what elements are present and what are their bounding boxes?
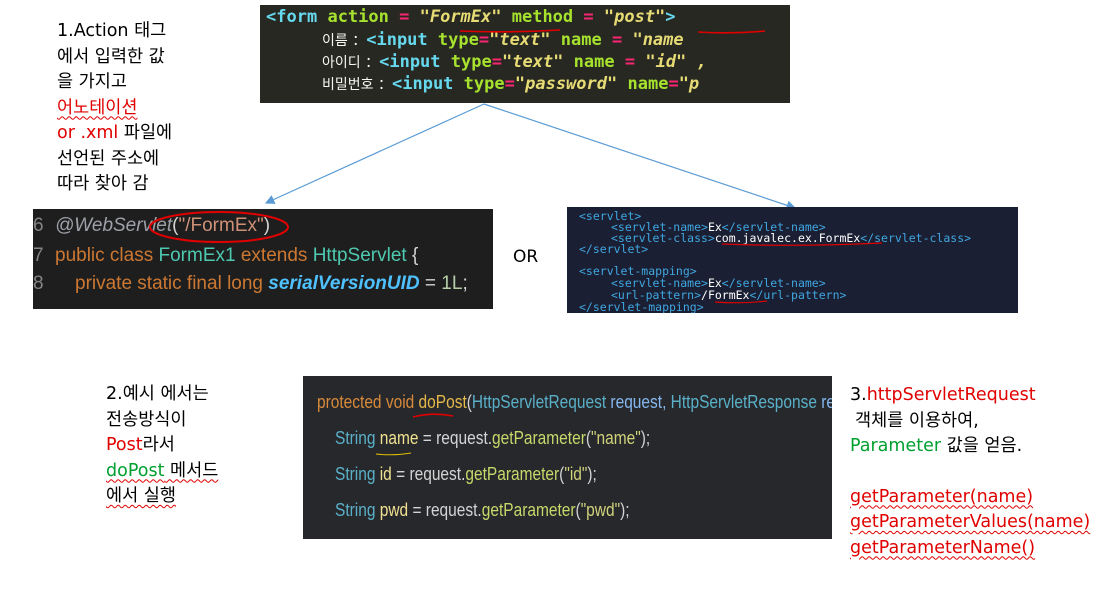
code-line-get-name: String name = request.getParameter("name… — [335, 428, 651, 448]
note1-line: 을 가지고 — [57, 72, 127, 92]
or-label: OR — [513, 247, 539, 267]
html-form-code-panel: <form action = "FormEx" method = "post">… — [260, 5, 790, 103]
method-get-parameter: getParameter(name) — [850, 486, 1034, 507]
note2-line: 2.예시 에서는 — [106, 384, 209, 404]
note1-line: 에서 입력한 값 — [57, 46, 165, 67]
note1-annotation-word: 어노테이션 — [57, 97, 138, 118]
xml-line: <url-pattern>/FormEx</url-pattern> — [611, 288, 847, 302]
xml-line: <servlet-mapping> — [579, 264, 697, 278]
note3-line: Parameter 값을 얻음. — [850, 436, 1023, 456]
note3-line: 3.httpServletRequest — [850, 385, 1036, 405]
note1-line: 선언된 주소에 — [57, 148, 160, 169]
note1-line: or .xml 파일에 — [57, 123, 173, 143]
xml-line: <servlet-name>Ex</servlet-name> — [611, 276, 826, 290]
note2-line: Post라서 — [106, 435, 175, 455]
xml-line: </servlet-mapping> — [579, 300, 704, 313]
note1-line: 따라 찾아 감 — [57, 174, 149, 194]
xml-underlines — [714, 242, 883, 304]
code-line-password-input: 비밀번호 ：<input type="password" name="p — [322, 74, 700, 94]
xml-line: <servlet-class>com.javalec.ex.FormEx</se… — [611, 231, 972, 245]
method-get-parameter-values: getParameterValues(name) — [850, 512, 1091, 532]
note2-line: 에서 실행 — [106, 486, 176, 506]
code-line-form: <form action = "FormEx" method = "post"> — [266, 7, 676, 27]
note2-line: 전송방식이 — [106, 409, 187, 430]
note1-line: 1.Action 태그 — [57, 21, 167, 41]
arrow-to-annotation — [264, 103, 485, 204]
code-line-name-input: 이름 ：<input type="text" name = "name — [322, 30, 684, 50]
form-code-underlines — [459, 29, 766, 34]
code-line-get-id: String id = request.getParameter("id"); — [335, 464, 597, 484]
code-line-id-input: 아이디 ：<input type="text" name = "id" , — [322, 52, 707, 72]
method-get-parameter-name: getParameterName() — [850, 537, 1036, 558]
note2-line: doPost 메서드 — [106, 460, 219, 481]
xml-line: <servlet-name>Ex</servlet-name> — [611, 220, 826, 234]
arrow-to-xml — [483, 103, 797, 210]
note-action-tag: 1.Action 태그 에서 입력한 값 을 가지고 어노테이션 or .xml… — [57, 19, 172, 198]
code-line-dopost-signature: protected void doPost(HttpServletRequest… — [317, 392, 832, 412]
note3-spacer — [850, 460, 1090, 485]
code-line-get-pwd: String pwd = request.getParameter("pwd")… — [335, 500, 630, 520]
xml-line: </servlet> — [579, 242, 649, 256]
web-xml-code-panel: <servlet> <servlet-name>Ex</servlet-name… — [567, 207, 1018, 313]
dopost-code-panel: protected void doPost(HttpServletRequest… — [303, 376, 832, 539]
dopost-underlines — [375, 413, 454, 456]
note-post-method: 2.예시 에서는 전송방식이 Post라서 doPost 메서드 에서 실행 — [106, 382, 218, 510]
note-request-object: 3.httpServletRequest 객체를 이용하여, Parameter… — [850, 383, 1090, 561]
code-line-6: 6@WebServlet("/FormEx") — [33, 215, 271, 236]
annotation-circle — [149, 211, 289, 243]
note3-line: 객체를 이용하여, — [855, 410, 979, 431]
xml-line: <servlet> — [579, 209, 642, 223]
